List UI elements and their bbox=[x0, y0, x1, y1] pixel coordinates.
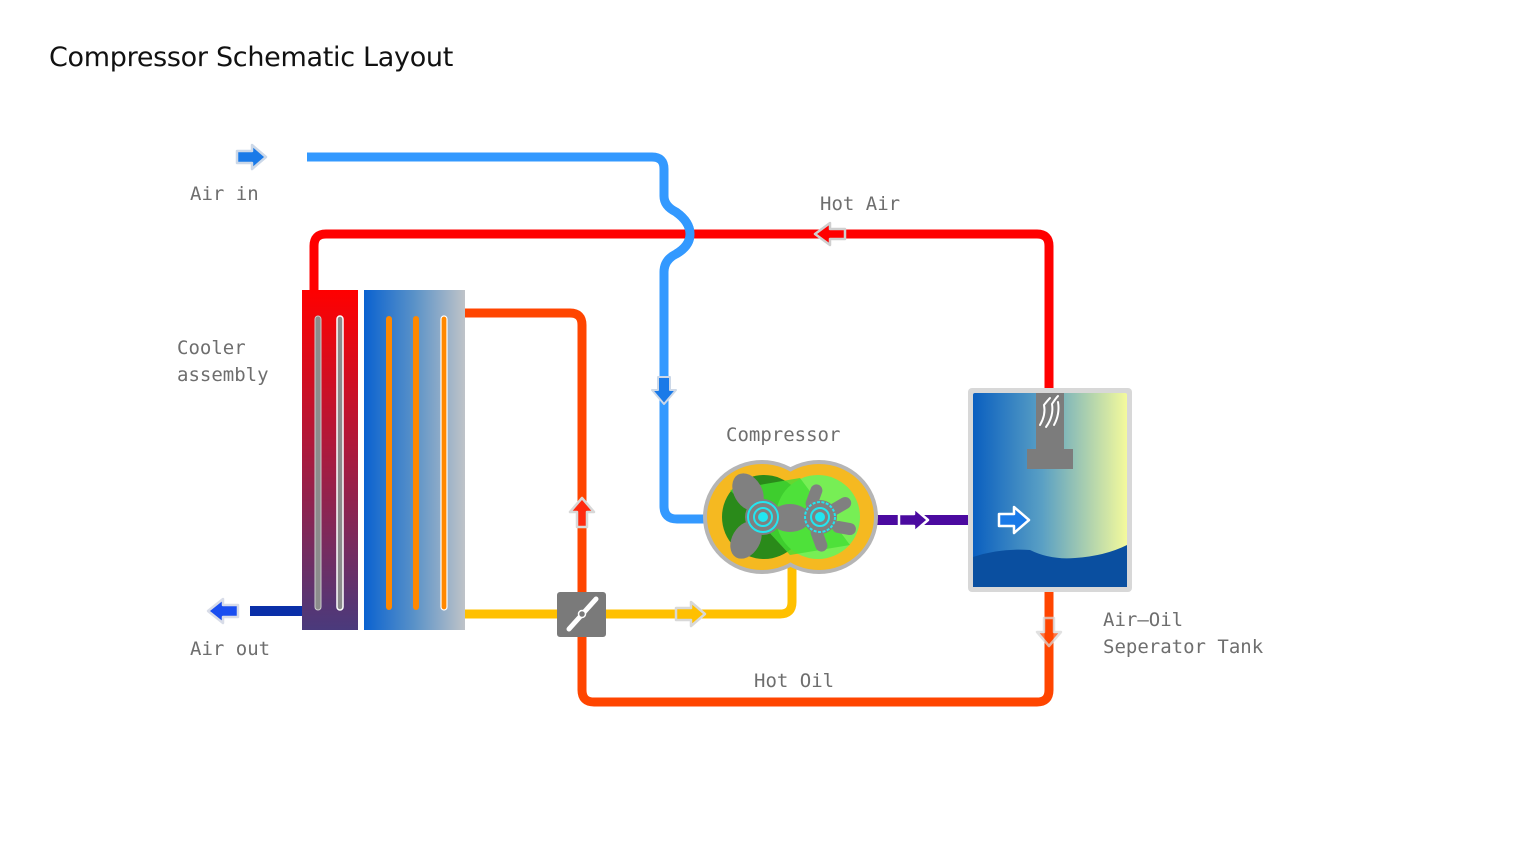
cooler-label-line2: assembly bbox=[177, 364, 269, 386]
hot-air-label: Hot Air bbox=[820, 193, 900, 215]
tank-air-flow-arrow-icon bbox=[997, 505, 1031, 535]
compressor bbox=[703, 460, 878, 574]
separator-label-line1: Air–Oil bbox=[1103, 609, 1183, 631]
compressed-air-arrow-icon bbox=[897, 506, 930, 534]
tank-oil-level bbox=[973, 545, 1127, 587]
cooler-assembly bbox=[302, 290, 465, 630]
air-cooler-core bbox=[302, 290, 358, 630]
hot-oil-label: Hot Oil bbox=[754, 670, 834, 692]
male-rotor bbox=[730, 473, 810, 559]
hot-air-arrow-icon bbox=[813, 221, 847, 247]
oil-down-arrow-icon bbox=[1035, 616, 1063, 648]
air-in-pipe-crossover bbox=[673, 208, 695, 258]
air-out-label: Air out bbox=[190, 638, 270, 660]
air-out-arrow-icon bbox=[206, 597, 240, 625]
hot-air-pipe bbox=[309, 229, 1054, 390]
rotor-hub-left bbox=[758, 512, 768, 522]
air-down-arrow-icon bbox=[651, 376, 677, 405]
compressor-label: Compressor bbox=[726, 424, 840, 446]
rotor-hub-right bbox=[815, 512, 825, 522]
page-title: Compressor Schematic Layout bbox=[49, 42, 454, 73]
air-in-label: Air in bbox=[190, 183, 259, 205]
hot-oil-pipe bbox=[465, 308, 1054, 707]
air-in-arrow-icon bbox=[235, 143, 268, 171]
thermostatic-valve bbox=[557, 592, 606, 637]
vapor-icon bbox=[1039, 395, 1060, 428]
cooled-oil-arrow-icon bbox=[674, 600, 707, 628]
separator-label-line2: Seperator Tank bbox=[1103, 636, 1264, 658]
separator-tank bbox=[968, 388, 1132, 592]
cooler-label-line1: Cooler bbox=[177, 337, 246, 359]
cooled-oil-pipe bbox=[465, 565, 797, 619]
hot-oil-up-arrow-icon bbox=[568, 496, 596, 529]
